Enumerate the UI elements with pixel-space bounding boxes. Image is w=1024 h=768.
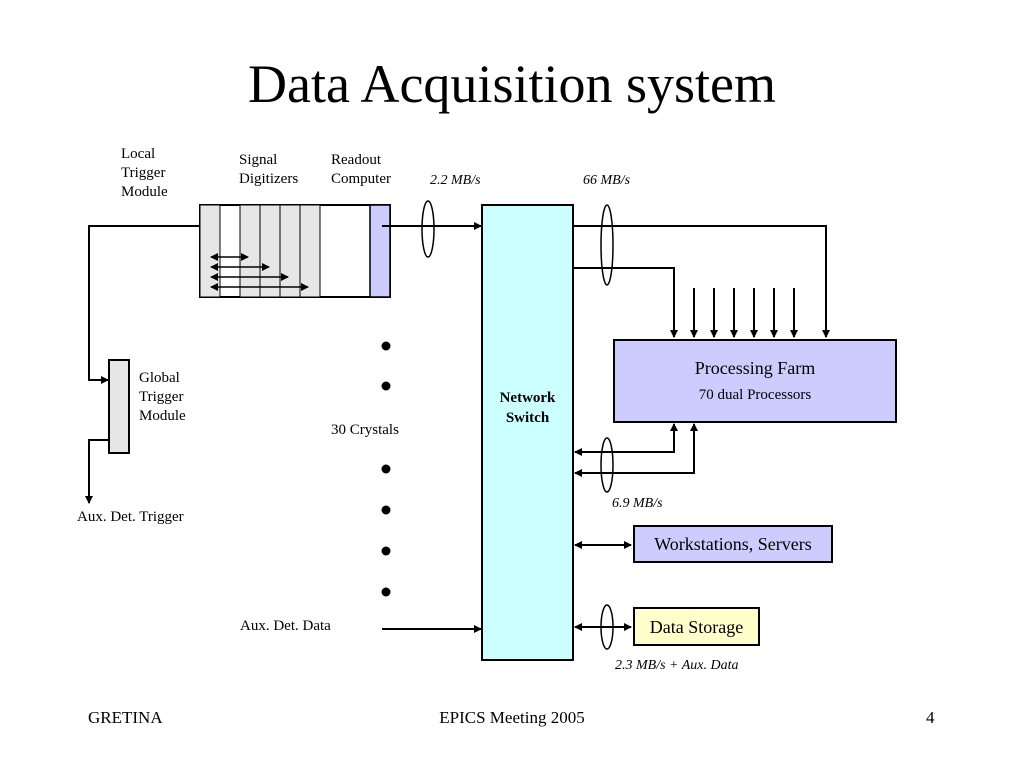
slide-title: Data Acquisition system xyxy=(248,54,776,114)
crystal-dots xyxy=(381,341,391,597)
rate-farm-out: 6.9 MB/s xyxy=(612,496,663,511)
processing-farm-title: Processing Farm xyxy=(694,358,816,378)
footer-left: GRETINA xyxy=(88,708,163,727)
readout-computer-label: Readout Computer xyxy=(331,152,391,187)
footer-center: EPICS Meeting 2005 xyxy=(439,708,585,727)
data-storage-box: Data Storage xyxy=(633,607,760,646)
aux-det-trigger-label: Aux. Det. Trigger xyxy=(77,509,184,525)
rate-farm-in: 66 MB/s xyxy=(583,173,631,188)
detector-module-block xyxy=(199,204,391,298)
rate-readout: 2.2 MB/s xyxy=(430,173,481,188)
processing-farm-box: Processing Farm 70 dual Processors xyxy=(613,339,897,423)
network-switch-label: Network Switch xyxy=(499,390,556,426)
workstations-label: Workstations, Servers xyxy=(654,534,812,554)
signal-digitizers-label: Signal Digitizers xyxy=(239,152,299,187)
crystals-label: 30 Crystals xyxy=(331,422,399,438)
data-storage-label: Data Storage xyxy=(649,616,744,637)
global-trigger-box xyxy=(108,359,130,454)
local-trigger-label: Local Trigger Module xyxy=(121,146,168,200)
footer-page-number: 4 xyxy=(926,708,935,727)
processing-farm-subtitle: 70 dual Processors xyxy=(698,387,812,403)
global-trigger-label: Global Trigger Module xyxy=(139,370,186,424)
workstations-box: Workstations, Servers xyxy=(633,525,833,563)
rate-storage: 2.3 MB/s + Aux. Data xyxy=(615,658,739,673)
aux-det-data-label: Aux. Det. Data xyxy=(240,618,331,634)
network-switch-box xyxy=(481,204,574,661)
